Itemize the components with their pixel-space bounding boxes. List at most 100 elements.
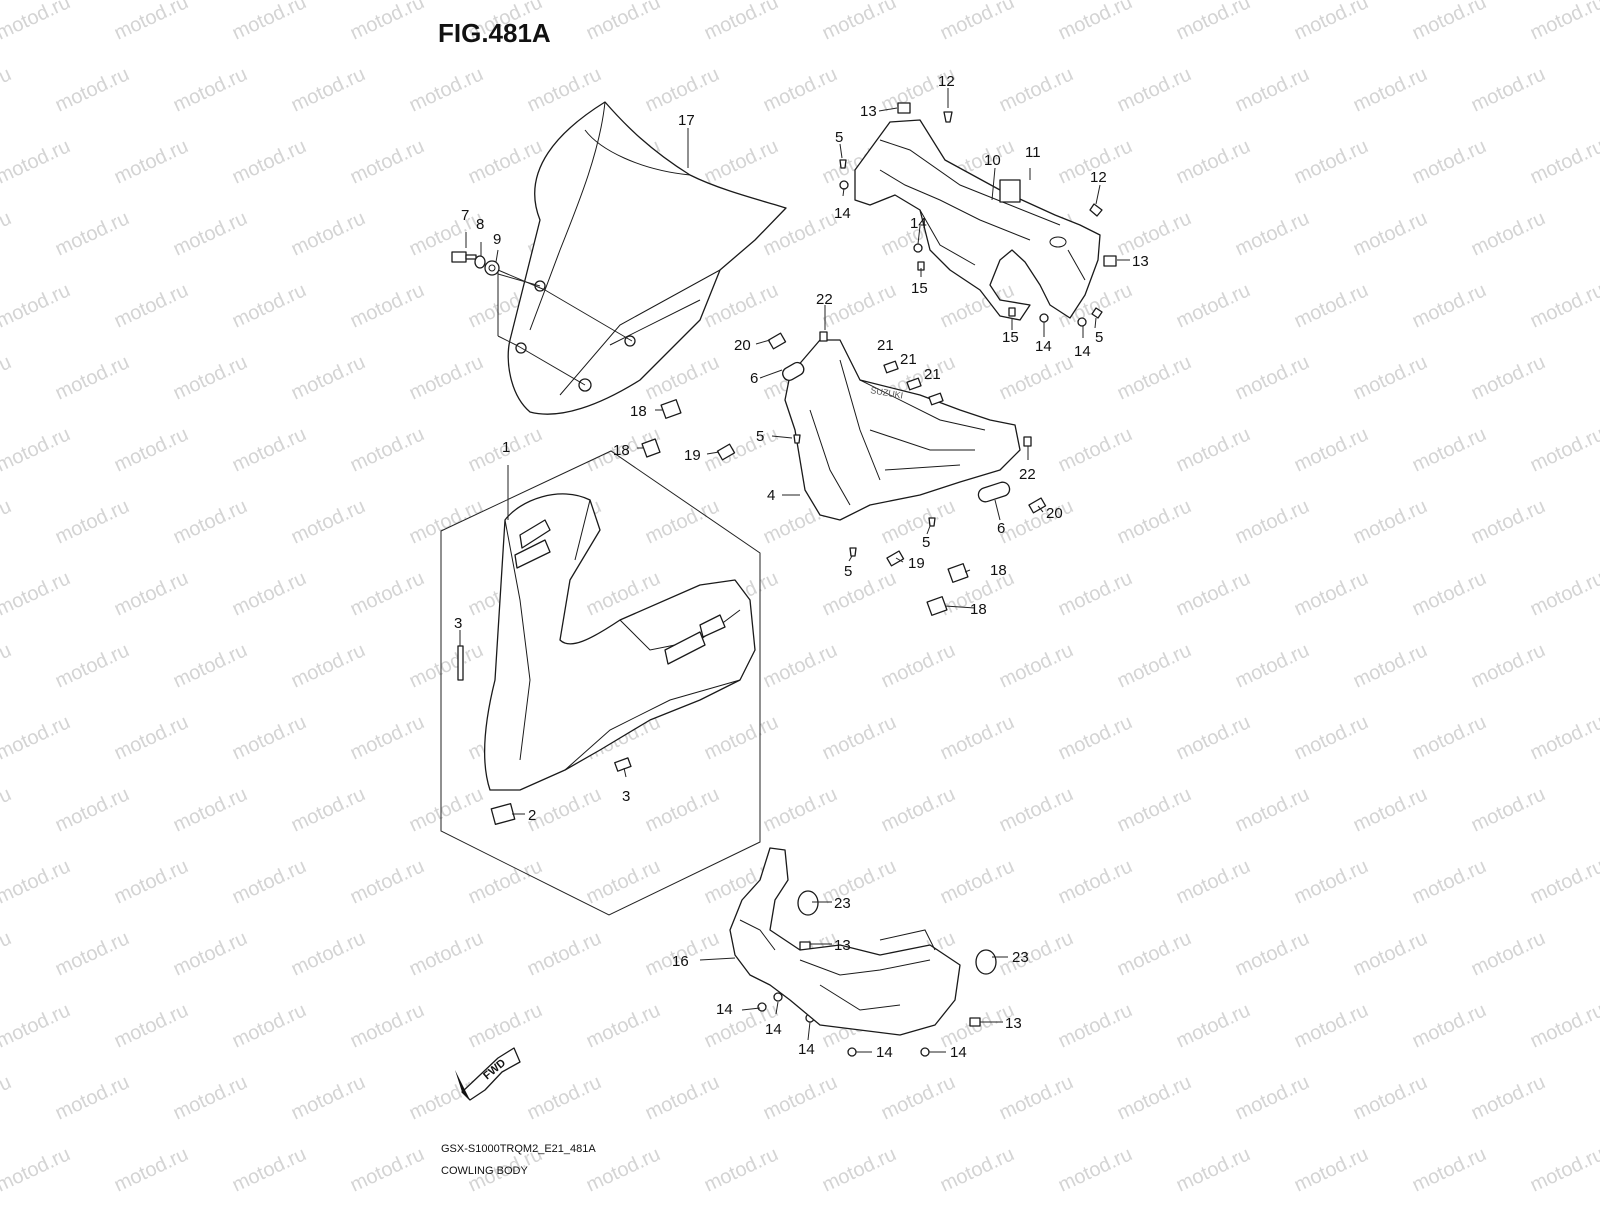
watermark-text: motod.ru (1409, 711, 1490, 764)
callout-13-right: 13 (1132, 253, 1149, 270)
watermark-text: motod.ru (1114, 495, 1195, 548)
watermark-text: motod.ru (642, 1071, 723, 1124)
watermark-text: motod.ru (760, 63, 841, 116)
watermark-text: motod.ru (0, 711, 74, 764)
watermark-text: motod.ru (288, 639, 369, 692)
watermark-text: motod.ru (1291, 1143, 1372, 1196)
watermark-text: motod.ru (0, 999, 74, 1052)
watermark-text: motod.ru (878, 639, 959, 692)
callout-18-a: 18 (630, 403, 647, 420)
watermark-text: motod.ru (701, 1143, 782, 1196)
watermark-text: motod.ru (1527, 567, 1600, 620)
watermark-text: motod.ru (819, 567, 900, 620)
callout-18-b: 18 (613, 442, 630, 459)
watermark-text: motod.ru (1114, 63, 1195, 116)
callout-7: 7 (461, 207, 469, 224)
callout-23-b: 23 (1012, 949, 1029, 966)
watermark-text: motod.ru (229, 855, 310, 908)
watermark-text: motod.ru (819, 711, 900, 764)
watermark-text: motod.ru (878, 1071, 959, 1124)
watermark-text: motod.ru (111, 0, 192, 45)
watermark-text: motod.ru (406, 207, 487, 260)
callout-19-a: 19 (684, 447, 701, 464)
watermark-text: motod.ru (996, 63, 1077, 116)
watermark-text: motod.ru (937, 0, 1018, 45)
watermark-text: motod.ru (1055, 1143, 1136, 1196)
watermark-text: motod.ru (288, 351, 369, 404)
watermark-text: motod.ru (1232, 63, 1313, 116)
watermark-text: motod.ru (996, 639, 1077, 692)
watermark-text: motod.ru (1409, 423, 1490, 476)
watermark-text: motod.ru (0, 783, 15, 836)
watermark-text: motod.ru (111, 711, 192, 764)
watermark-text: motod.ru (1173, 1143, 1254, 1196)
watermark-text: motod.ru (1055, 855, 1136, 908)
watermark-text: motod.ru (170, 783, 251, 836)
watermark-text: motod.ru (406, 639, 487, 692)
watermark-text: motod.ru (170, 639, 251, 692)
callout-14-g: 14 (798, 1041, 815, 1058)
callout-18-d: 18 (970, 601, 987, 618)
watermark-text: motod.ru (760, 783, 841, 836)
watermark-text: motod.ru (583, 999, 664, 1052)
watermark-text: motod.ru (229, 135, 310, 188)
watermark-text: motod.ru (937, 711, 1018, 764)
watermark-text: motod.ru (111, 135, 192, 188)
callout-3-left: 3 (454, 615, 462, 632)
watermark-text: motod.ru (642, 63, 723, 116)
watermark-text: motod.ru (288, 495, 369, 548)
watermark-text: motod.ru (0, 135, 74, 188)
watermark-text: motod.ru (111, 999, 192, 1052)
watermark-text: motod.ru (1055, 999, 1136, 1052)
watermark-text: motod.ru (1291, 423, 1372, 476)
watermark-text: motod.ru (1409, 567, 1490, 620)
watermark-text: motod.ru (288, 783, 369, 836)
watermark-text: motod.ru (1291, 711, 1372, 764)
watermark-text: motod.ru (347, 855, 428, 908)
watermark-text: motod.ru (288, 63, 369, 116)
watermark-text: motod.ru (642, 495, 723, 548)
watermark-text: motod.ru (1350, 351, 1431, 404)
callout-5-low-a: 5 (922, 534, 930, 551)
watermark-text: motod.ru (1055, 0, 1136, 45)
watermark-text: motod.ru (170, 207, 251, 260)
watermark-text: motod.ru (52, 207, 133, 260)
watermark-text: motod.ru (1291, 855, 1372, 908)
watermark-text: motod.ru (1350, 783, 1431, 836)
watermark-text: motod.ru (1291, 279, 1372, 332)
watermark-text: motod.ru (347, 279, 428, 332)
callout-13-low-a: 13 (834, 937, 851, 954)
callout-14-h: 14 (876, 1044, 893, 1061)
callout-14-c: 14 (1035, 338, 1052, 355)
callout-5-right: 5 (1095, 329, 1103, 346)
watermark-text: motod.ru (1232, 351, 1313, 404)
watermark-text: motod.ru (0, 495, 15, 548)
watermark-text: motod.ru (347, 135, 428, 188)
watermark-text: motod.ru (111, 1143, 192, 1196)
watermark-text: motod.ru (1173, 0, 1254, 45)
callout-14-d: 14 (1074, 343, 1091, 360)
watermark-text: motod.ru (1114, 639, 1195, 692)
watermark-text: motod.ru (1291, 135, 1372, 188)
watermark-text: motod.ru (1173, 423, 1254, 476)
callout-22-right: 22 (1019, 466, 1036, 483)
watermark-text: motod.ru (1350, 495, 1431, 548)
watermark-text: motod.ru (0, 423, 74, 476)
callout-4: 4 (767, 487, 775, 504)
callout-14-i: 14 (950, 1044, 967, 1061)
callout-11: 11 (1025, 144, 1041, 161)
watermark-text: motod.ru (406, 495, 487, 548)
watermark-text: motod.ru (347, 0, 428, 45)
watermark-text: motod.ru (406, 351, 487, 404)
callout-13-top: 13 (860, 103, 877, 120)
watermark-text: motod.ru (1055, 711, 1136, 764)
watermark-text: motod.ru (996, 783, 1077, 836)
watermark-text: motod.ru (996, 351, 1077, 404)
watermark-text: motod.ru (52, 495, 133, 548)
callout-22-top: 22 (816, 291, 833, 308)
watermark-text: motod.ru (0, 567, 74, 620)
watermark-text: motod.ru (1291, 0, 1372, 45)
